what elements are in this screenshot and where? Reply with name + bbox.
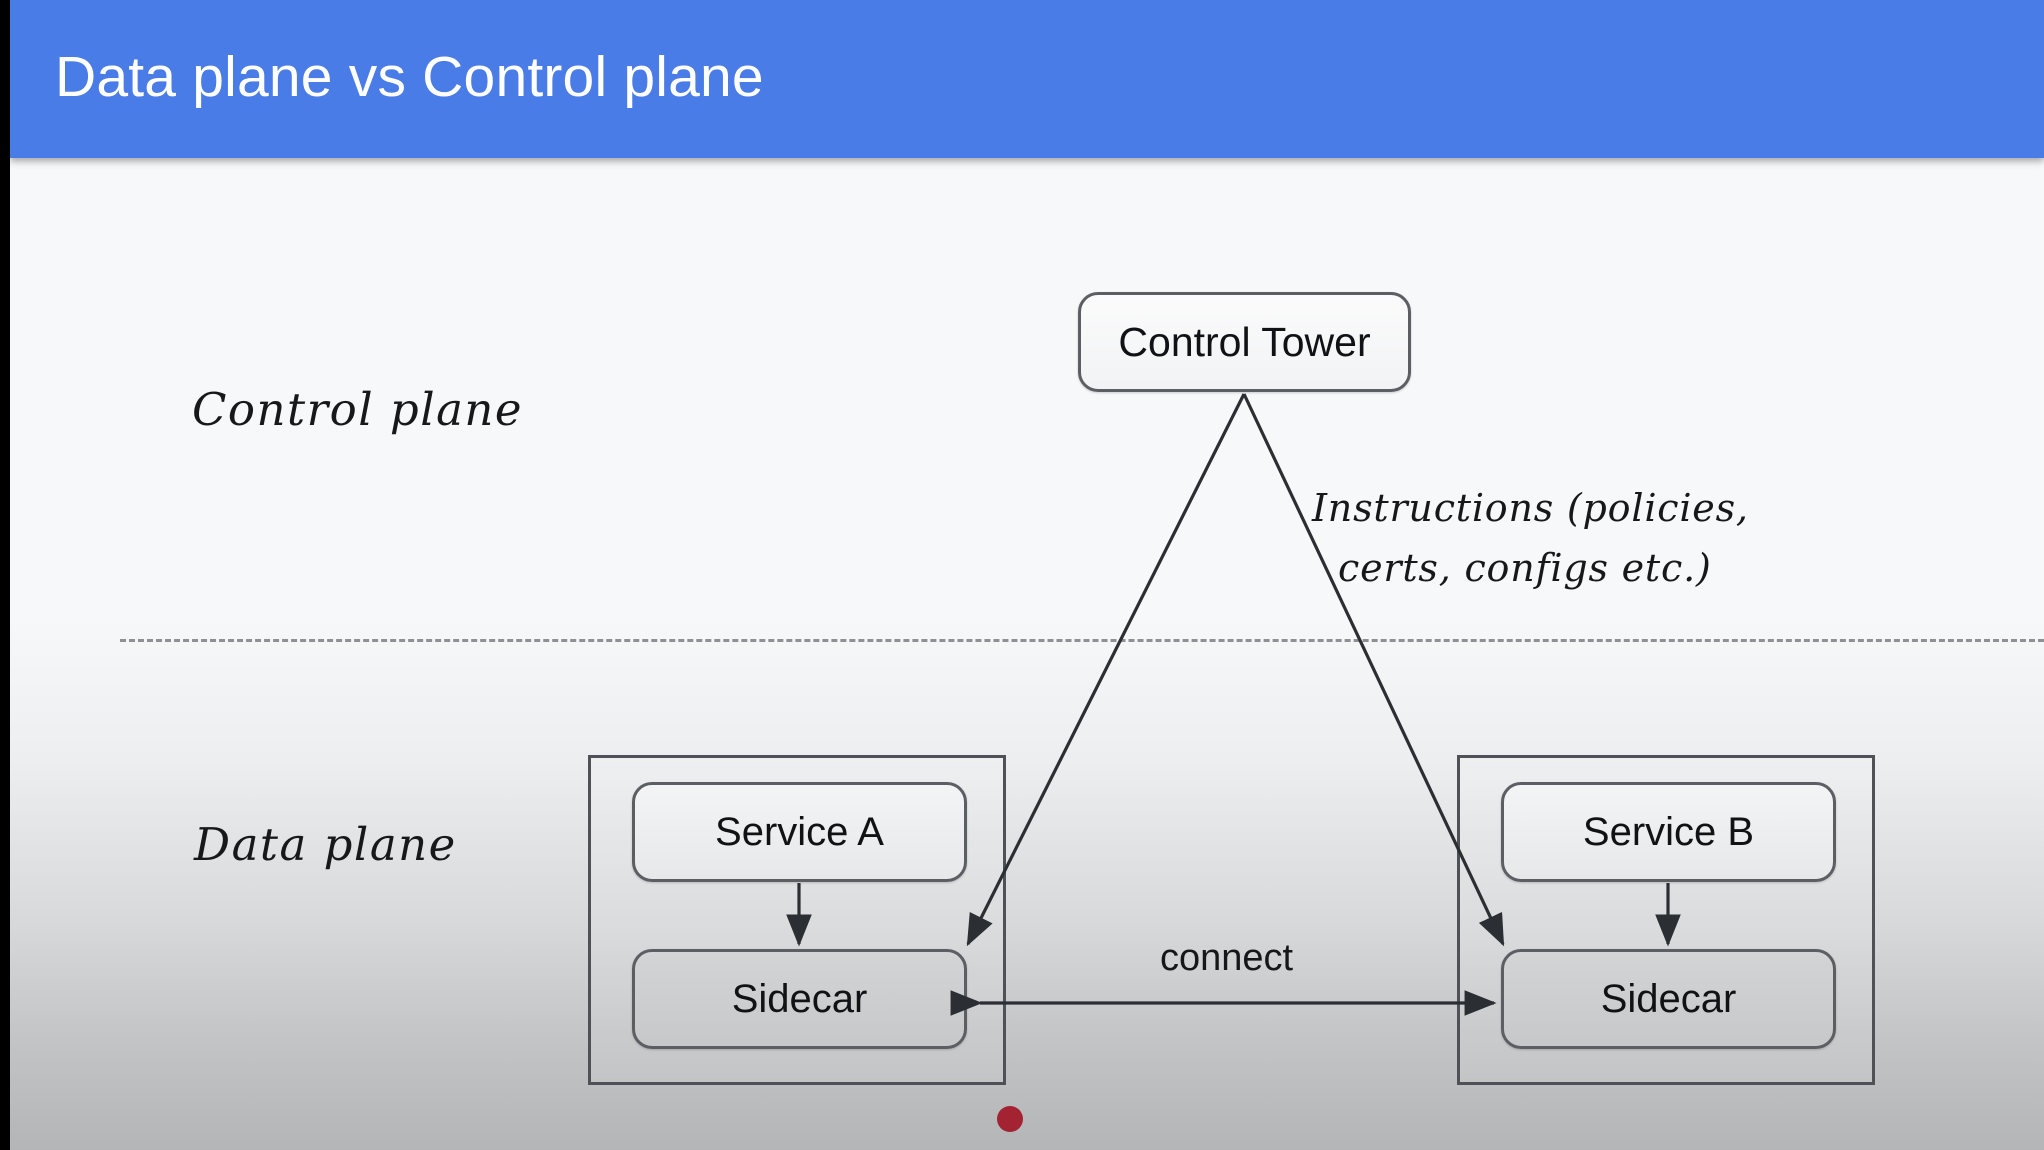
- connect-label: connect: [1160, 937, 1294, 979]
- control-tower-node[interactable]: Control Tower: [1078, 292, 1411, 392]
- control-plane-label: Control plane: [192, 383, 524, 436]
- instructions-annotation-line1: Instructions (policies,: [1312, 486, 1749, 530]
- page-title: Data plane vs Control plane: [55, 45, 764, 109]
- service-b-node[interactable]: Service B: [1501, 782, 1836, 882]
- instructions-annotation: Instructions (policies, certs, configs e…: [1312, 478, 1749, 598]
- slide-canvas: Data plane vs Control plane Control plan…: [10, 0, 2044, 1150]
- sidecar-a-node[interactable]: Sidecar: [632, 949, 967, 1049]
- record-dot-icon: [997, 1106, 1023, 1132]
- slide-title-bar: Data plane vs Control plane: [10, 0, 2044, 158]
- plane-divider: [120, 639, 2044, 642]
- sidecar-b-node[interactable]: Sidecar: [1501, 949, 1836, 1049]
- data-plane-label: Data plane: [194, 818, 457, 871]
- service-a-node[interactable]: Service A: [632, 782, 967, 882]
- instructions-annotation-line2: certs, configs etc.): [1338, 546, 1712, 590]
- arrow-control-tower-to-sidecar-a: [966, 393, 1246, 947]
